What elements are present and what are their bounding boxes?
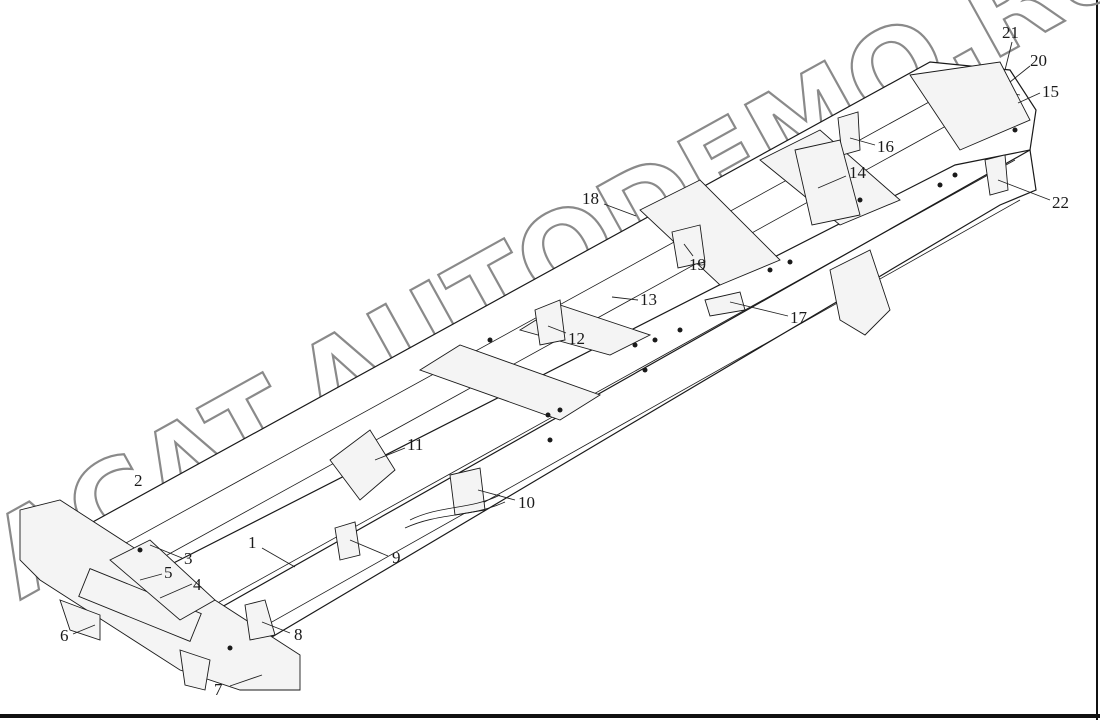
bolt-hole (642, 367, 648, 373)
callout-9: 9 (392, 548, 401, 567)
callout-2: 2 (134, 471, 143, 490)
callout-13: 13 (640, 290, 657, 309)
leader-19 (683, 243, 694, 257)
callout-15: 15 (1042, 82, 1059, 101)
crossmember-mid (418, 344, 602, 421)
leader-10 (477, 489, 516, 501)
bolt-hole (487, 337, 493, 343)
rear-spring-hanger (829, 249, 891, 336)
bolt-hole (937, 182, 943, 188)
leader-8 (261, 621, 291, 634)
bolt-hole (952, 172, 958, 178)
crossmember-front (109, 539, 216, 621)
callout-17: 17 (790, 308, 808, 327)
leader-4 (159, 583, 193, 599)
callout-20: 20 (1030, 51, 1047, 70)
rear-end-crossmember (909, 61, 1031, 151)
bolt-hole (652, 337, 658, 343)
bolt-hole (787, 259, 793, 265)
leader-5 (139, 573, 163, 581)
leader-18 (603, 203, 637, 217)
leader-3 (149, 544, 183, 559)
leader-21 (1004, 41, 1013, 71)
front-lower-bracket (179, 649, 211, 691)
bolt-hole (227, 645, 233, 651)
bolt-hole (677, 327, 683, 333)
rail-right-lower-edge (239, 199, 1021, 641)
bolt-hole (545, 412, 551, 418)
bracket-10 (449, 467, 486, 516)
bracket-19 (671, 224, 706, 269)
bolt-hole (557, 407, 563, 413)
bolt-hole (1012, 127, 1018, 133)
bracket-12 (534, 299, 566, 346)
bracket-9 (334, 521, 361, 561)
bolt-hole (857, 197, 863, 203)
front-towing-hook (59, 599, 101, 641)
callout-3: 3 (184, 549, 193, 568)
leader-7 (229, 674, 263, 687)
bolt-hole (632, 342, 638, 348)
frame-assembly (19, 61, 1037, 691)
leader-16 (849, 137, 876, 146)
leader-13 (611, 296, 639, 301)
callout-6: 6 (60, 626, 69, 645)
callout-8: 8 (294, 625, 303, 644)
leader-9 (349, 539, 389, 557)
bolt-holes (137, 127, 1018, 651)
callout-12: 12 (568, 329, 585, 348)
bolt-hole (767, 267, 773, 273)
callout-11: 11 (407, 435, 423, 454)
callout-10: 10 (518, 493, 535, 512)
callouts: 1 2 3 4 5 6 7 8 9 10 11 12 13 (60, 23, 1069, 699)
leader-1 (261, 547, 296, 568)
callout-1: 1 (248, 533, 257, 552)
leader-20 (1009, 65, 1031, 83)
lower-pipe-2 (404, 501, 506, 529)
callout-16: 16 (877, 137, 894, 156)
callout-14: 14 (849, 163, 867, 182)
spring-bracket-front (244, 599, 276, 641)
leader-22 (997, 179, 1051, 201)
callout-22: 22 (1052, 193, 1069, 212)
bracket-17 (704, 291, 746, 317)
leader-14 (817, 175, 847, 189)
callout-18: 18 (582, 189, 599, 208)
saddle-bracket-14 (794, 139, 861, 226)
callout-5: 5 (164, 563, 173, 582)
leader-11 (374, 447, 406, 461)
callout-7: 7 (214, 680, 223, 699)
rear-bracket-22 (984, 154, 1009, 196)
callout-19: 19 (689, 255, 706, 274)
bolt-hole (137, 547, 143, 553)
leader-15 (1017, 92, 1041, 104)
crossmember-2 (329, 429, 396, 501)
callout-4: 4 (193, 575, 202, 594)
callout-21: 21 (1002, 23, 1019, 42)
leader-12 (547, 325, 567, 334)
bolt-hole (547, 437, 553, 443)
leader-17 (729, 301, 789, 317)
lower-pipe (409, 494, 501, 521)
leader-6 (72, 624, 96, 635)
